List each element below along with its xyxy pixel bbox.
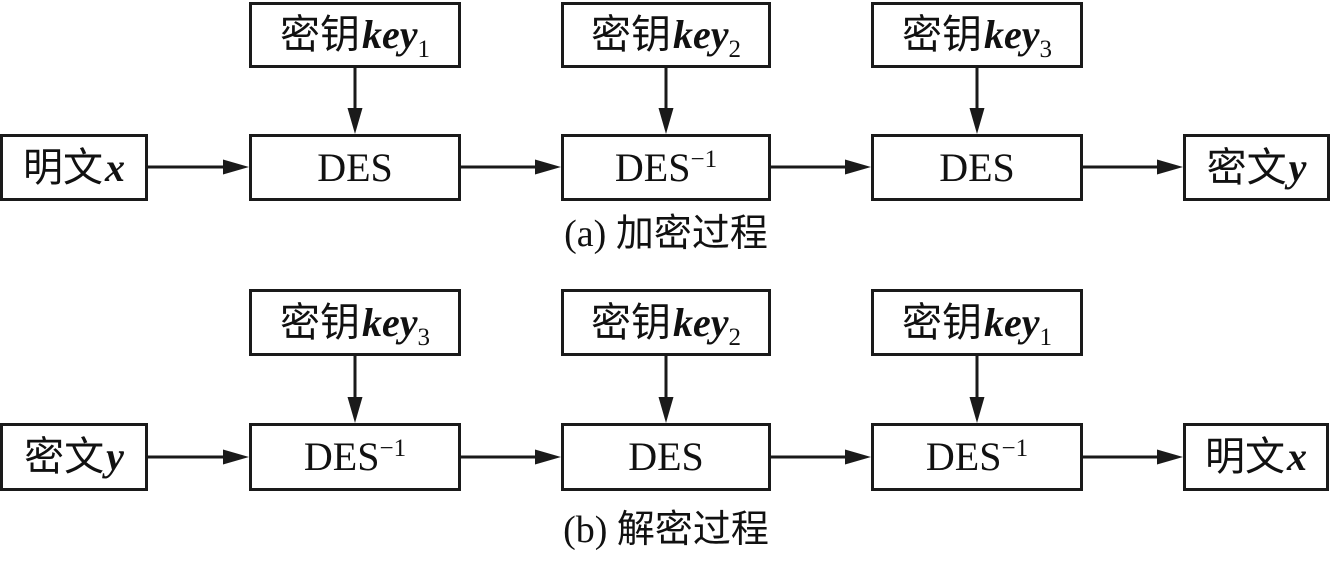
caption-encrypt: (a) 加密过程 bbox=[564, 213, 768, 255]
key-subscript: 2 bbox=[728, 36, 742, 63]
des-exponent: −1 bbox=[379, 435, 407, 462]
key-var: key bbox=[361, 12, 418, 57]
des-inverse-box-decrypt-1: DES−1 bbox=[249, 423, 461, 491]
key-label: 密钥 bbox=[590, 299, 671, 345]
des-inverse-box-encrypt-2: DES−1 bbox=[561, 134, 771, 201]
ciphertext-box-encrypt: 密文y bbox=[1183, 134, 1330, 201]
io-var: x bbox=[105, 144, 125, 190]
key-box-decrypt-1: 密钥key3 bbox=[249, 289, 461, 356]
arrow-a-key2-to-des2 bbox=[658, 68, 674, 134]
arrow-a-input-to-des1 bbox=[148, 159, 249, 175]
des-label: DES bbox=[614, 144, 691, 190]
key-subscript: 3 bbox=[417, 323, 431, 351]
arrow-b-des1-to-des2 bbox=[461, 449, 561, 465]
arrow-a-key1-to-des1 bbox=[347, 68, 363, 134]
caption-decrypt: (b) 解密过程 bbox=[563, 509, 769, 551]
key-subscript: 2 bbox=[728, 323, 742, 351]
io-var: x bbox=[1287, 434, 1307, 479]
io-label: 明文 bbox=[23, 144, 103, 190]
key-var: key bbox=[672, 12, 729, 57]
arrow-a-des1-to-des2 bbox=[461, 159, 561, 175]
key-box-decrypt-2: 密钥key2 bbox=[561, 289, 771, 356]
des-exponent: −1 bbox=[1001, 435, 1029, 462]
key-box-encrypt-2: 密钥key2 bbox=[561, 2, 771, 68]
key-label: 密钥 bbox=[279, 12, 360, 57]
arrow-a-key3-to-des3 bbox=[969, 68, 985, 134]
io-var: y bbox=[1288, 144, 1307, 190]
key-var: key bbox=[361, 299, 418, 345]
io-var: y bbox=[106, 434, 124, 479]
key-box-decrypt-3: 密钥key1 bbox=[871, 289, 1083, 356]
arrow-b-key2-to-des2 bbox=[658, 356, 674, 423]
des-label: DES bbox=[317, 144, 393, 190]
des-box-encrypt-1: DES bbox=[249, 134, 461, 201]
des-label: DES bbox=[303, 434, 380, 479]
key-label: 密钥 bbox=[279, 299, 360, 345]
des-inverse-box-decrypt-3: DES−1 bbox=[871, 423, 1083, 491]
key-var: key bbox=[672, 299, 729, 345]
arrow-b-des3-to-output bbox=[1083, 449, 1183, 465]
arrow-b-des2-to-des3 bbox=[771, 449, 871, 465]
ciphertext-box-decrypt: 密文y bbox=[0, 423, 148, 491]
arrow-a-des2-to-des3 bbox=[771, 159, 871, 175]
des-label: DES bbox=[628, 434, 704, 479]
key-subscript: 3 bbox=[1039, 36, 1053, 63]
arrow-b-input-to-des1 bbox=[148, 449, 249, 465]
io-label: 密文 bbox=[24, 434, 105, 479]
des-box-decrypt-2: DES bbox=[561, 423, 771, 491]
io-label: 密文 bbox=[1206, 144, 1287, 190]
plaintext-box-encrypt: 明文x bbox=[0, 134, 148, 201]
key-var: key bbox=[983, 299, 1040, 345]
arrow-b-key1-to-des3 bbox=[969, 356, 985, 423]
arrow-b-key3-to-des1 bbox=[347, 356, 363, 423]
key-label: 密钥 bbox=[901, 12, 982, 57]
key-subscript: 1 bbox=[417, 36, 431, 63]
plaintext-box-decrypt: 明文x bbox=[1183, 423, 1329, 491]
des-exponent: −1 bbox=[690, 145, 718, 173]
key-label: 密钥 bbox=[590, 12, 671, 57]
key-var: key bbox=[983, 12, 1040, 57]
key-subscript: 1 bbox=[1039, 323, 1053, 351]
key-box-encrypt-3: 密钥key3 bbox=[871, 2, 1083, 68]
des-box-encrypt-3: DES bbox=[871, 134, 1083, 201]
arrow-a-des3-to-output bbox=[1083, 159, 1183, 175]
io-label: 明文 bbox=[1205, 434, 1285, 479]
des-label: DES bbox=[925, 434, 1002, 479]
key-box-encrypt-1: 密钥key1 bbox=[249, 2, 461, 68]
key-label: 密钥 bbox=[901, 299, 982, 345]
des-label: DES bbox=[939, 144, 1015, 190]
